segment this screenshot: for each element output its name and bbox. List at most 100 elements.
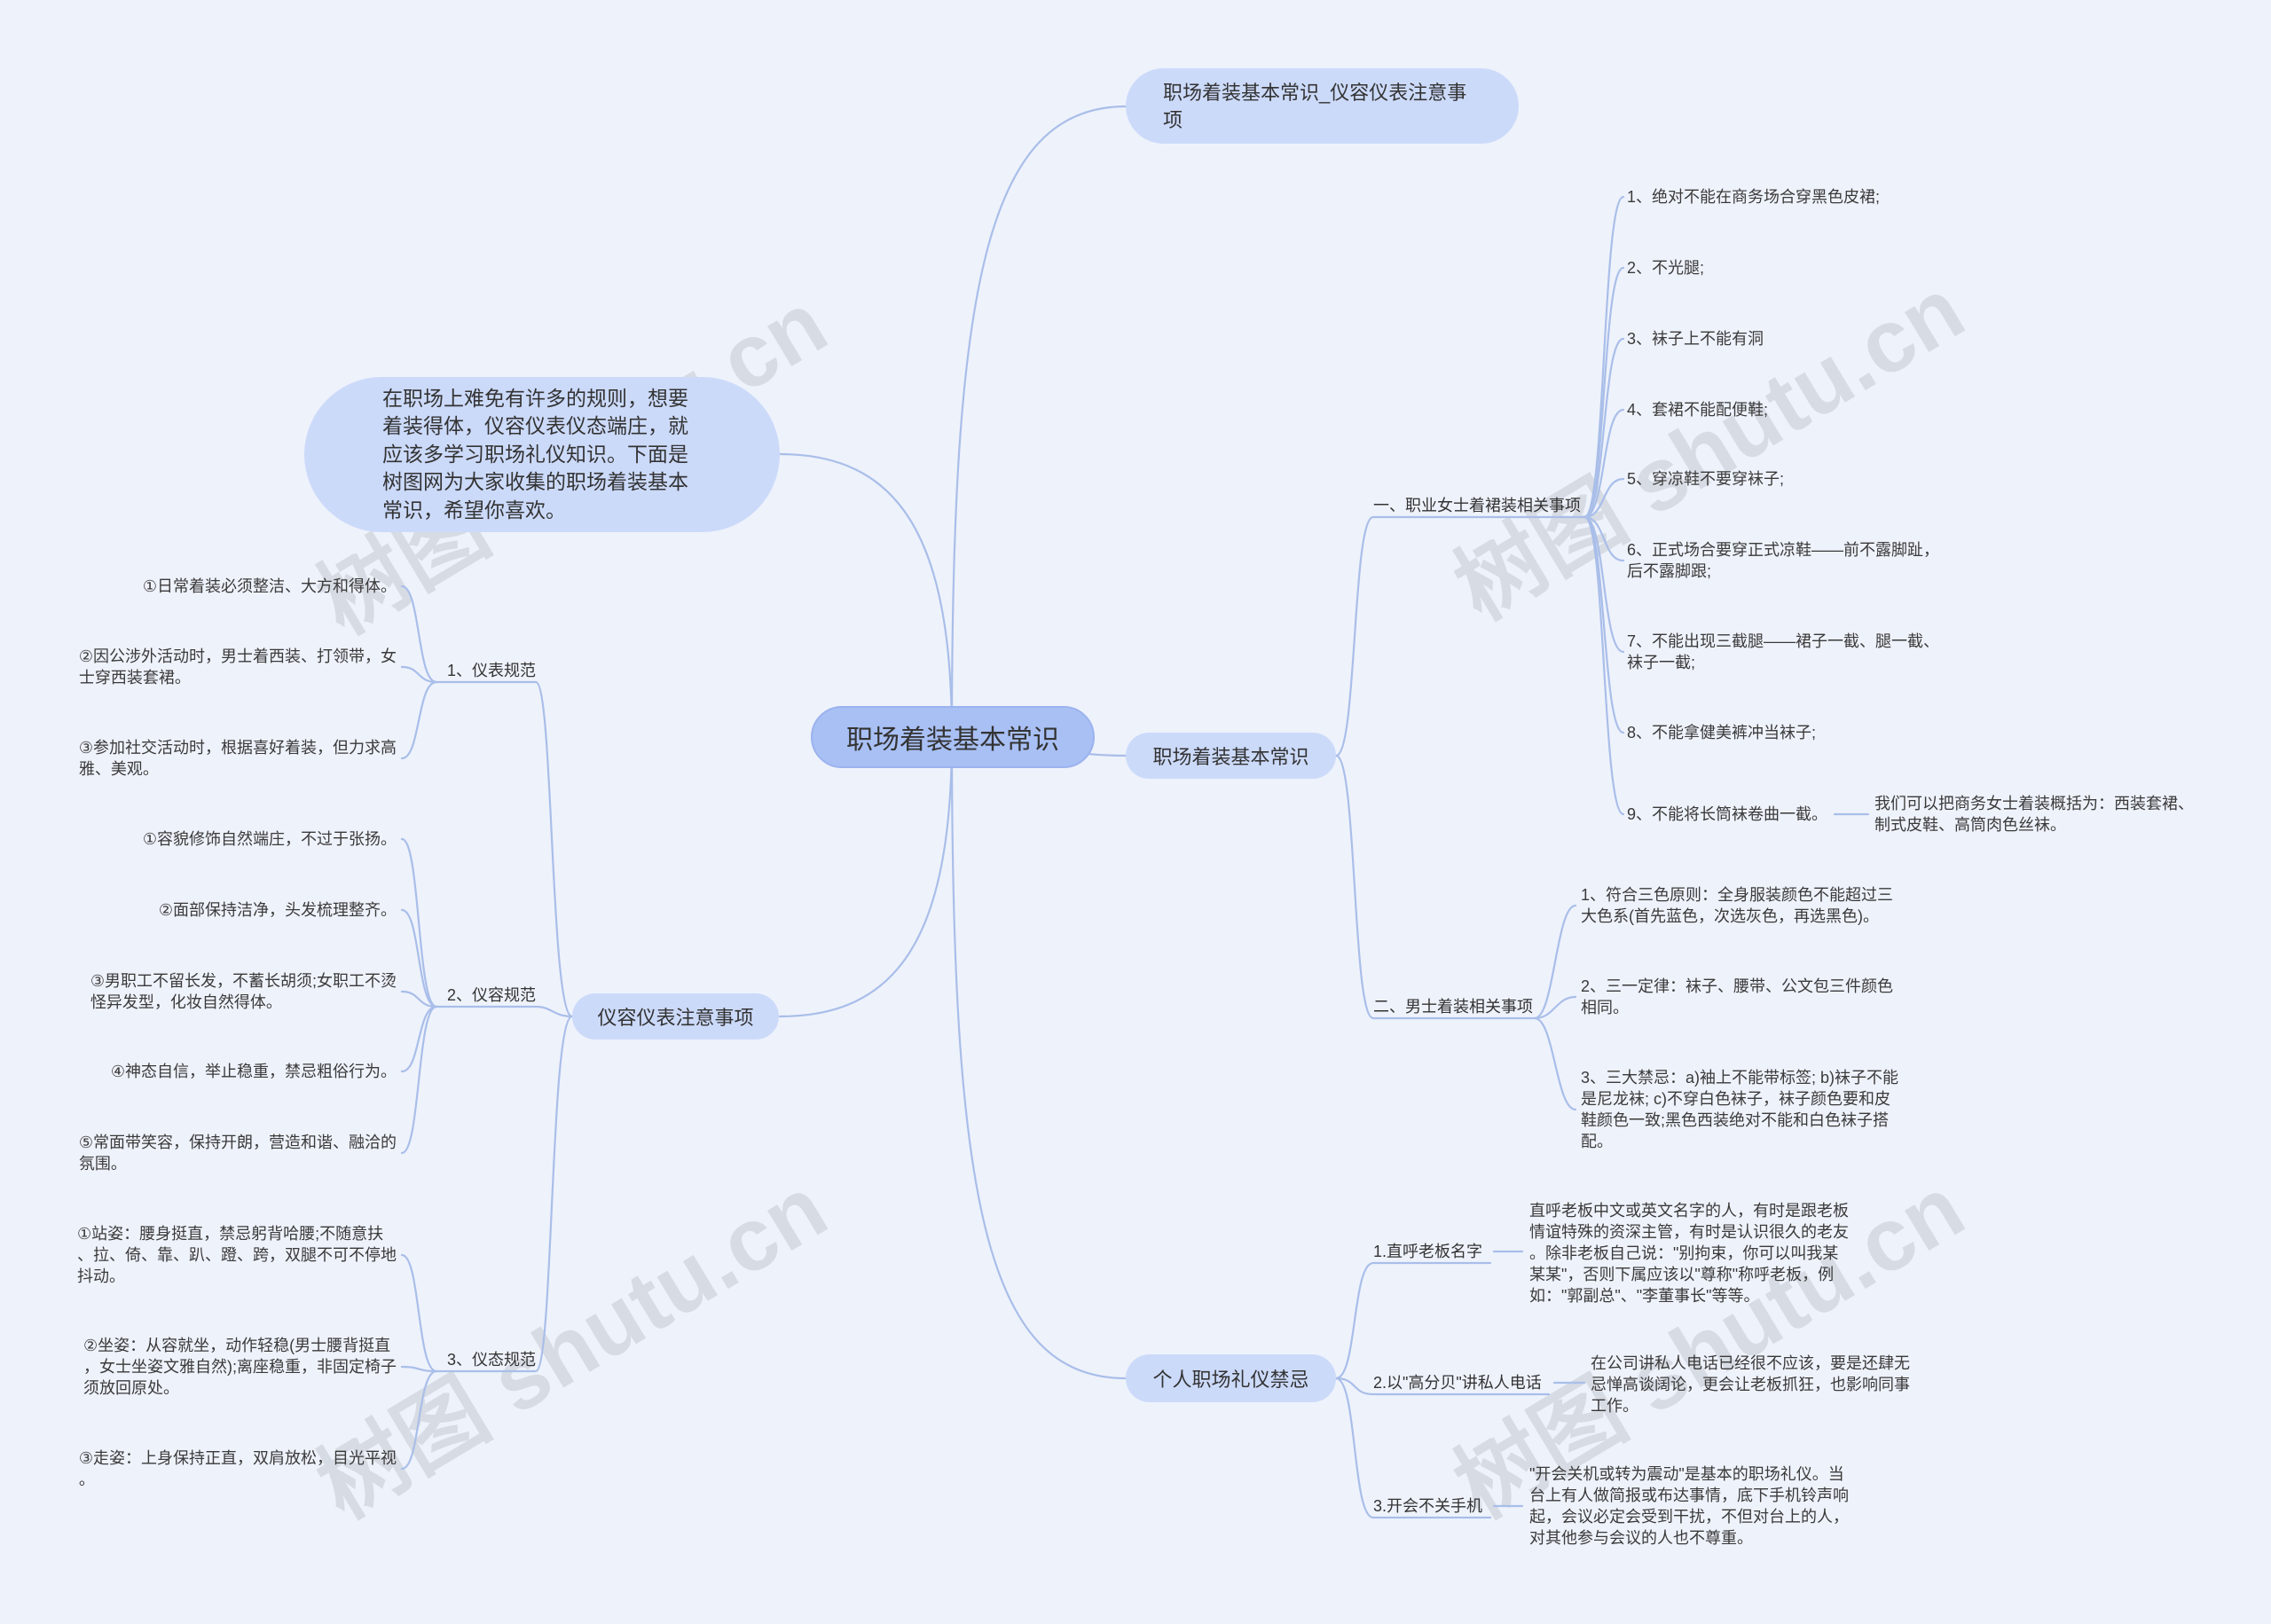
taboo-detail-line: 工作。 bbox=[1591, 1397, 1638, 1415]
group-1-item-2[interactable]: ②因公涉外活动时，男士着西装、打领带，女 士穿西装套裙。 bbox=[79, 646, 397, 688]
appearance-group-2[interactable]: 2、仪容规范 bbox=[447, 985, 536, 1006]
women-item-line: 9、不能将长筒袜卷曲一截。 bbox=[1627, 805, 1828, 823]
link-group-1-item bbox=[400, 680, 438, 760]
women-item-line: 5、穿凉鞋不要穿袜子; bbox=[1627, 470, 1785, 488]
women-item-3[interactable]: 3、袜子上不能有洞 bbox=[1627, 328, 1764, 349]
group-item-line: 须放回原处。 bbox=[83, 1379, 179, 1397]
link-group-3-item bbox=[400, 1369, 438, 1471]
central-topic-label: 职场着装基本常识 bbox=[846, 726, 1059, 755]
group-2-item-1[interactable]: ①容貌修饰自然端庄，不过于张扬。 bbox=[143, 828, 397, 850]
women-item-line: 6、正式场合要穿正式凉鞋——前不露脚趾， bbox=[1627, 541, 1940, 559]
intro-line: 树图网为大家收集的职场着装基本 bbox=[382, 470, 688, 494]
intro-node[interactable]: 在职场上难免有许多的规则，想要 着装得体，仪容仪表仪态端庄，就 应该多学习职场礼… bbox=[304, 377, 780, 532]
men-item-line: 3、三大禁忌：a)袖上不能带标签; b)袜子不能 bbox=[1581, 1069, 1899, 1087]
taboo-detail-line: 。除非老板自己说："别拘束，你可以叫我某 bbox=[1529, 1244, 1839, 1262]
appearance-group-label: 2、仪容规范 bbox=[446, 986, 536, 1004]
taboo-topic-2[interactable]: 2.以"高分贝"讲私人电话 bbox=[1373, 1372, 1542, 1393]
title-node[interactable]: 职场着装基本常识_仪容仪表注意事 项 bbox=[1126, 68, 1519, 144]
link-women-item bbox=[1583, 515, 1625, 654]
group-item-line: 。 bbox=[78, 1471, 95, 1488]
group-item-line: ②因公涉外活动时，男士着西装、打领带，女 bbox=[78, 647, 397, 665]
basics-node[interactable]: 职场着装基本常识 bbox=[1126, 733, 1336, 779]
group-item-line: 士穿西装套裙。 bbox=[78, 669, 191, 686]
group-item-line: ③男职工不留长发，不蓄长胡须;女职工不烫 bbox=[90, 972, 397, 990]
title-node-line: 职场着装基本常识_仪容仪表注意事 bbox=[1163, 81, 1467, 104]
group-item-line: ④神态自信，举止稳重，禁忌粗俗行为。 bbox=[110, 1063, 397, 1080]
men-item-1[interactable]: 1、符合三色原则：全身服装颜色不能超过三 大色系(首先蓝色，次选灰色，再选黑色)… bbox=[1581, 884, 1893, 927]
women-item-2[interactable]: 2、不光腿; bbox=[1627, 257, 1704, 279]
taboos-node-label: 个人职场礼仪禁忌 bbox=[1152, 1369, 1309, 1391]
link-men-item bbox=[1533, 995, 1577, 1020]
taboo-detail-line: 情谊特殊的资深主管，有时是认识很久的老友 bbox=[1529, 1223, 1849, 1241]
group-item-line: ①容貌修饰自然端庄，不过于张扬。 bbox=[142, 830, 397, 848]
men-item-2[interactable]: 2、三一定律：袜子、腰带、公文包三件颜色 相同。 bbox=[1581, 976, 1893, 1018]
link-basics-women bbox=[1334, 515, 1586, 757]
women-item-8[interactable]: 8、不能拿健美裤冲当袜子; bbox=[1627, 722, 1816, 743]
taboo-detail-line: 如："郭副总"、"李董事长"等等。 bbox=[1529, 1287, 1760, 1305]
taboo-topic-3[interactable]: 3.开会不关手机 bbox=[1373, 1495, 1482, 1517]
men-item-line: 1、符合三色原则：全身服装颜色不能超过三 bbox=[1581, 886, 1894, 904]
group-2-item-3[interactable]: ③男职工不留长发，不蓄长胡须;女职工不烫 怪异发型，化妆自然得体。 bbox=[90, 970, 397, 1013]
women-item-5[interactable]: 5、穿凉鞋不要穿袜子; bbox=[1627, 468, 1784, 490]
link-women-item bbox=[1583, 408, 1625, 519]
link-women-item bbox=[1583, 266, 1625, 519]
group-2-item-5[interactable]: ⑤常面带笑容，保持开朗，营造和谐、融洽的 氛围。 bbox=[79, 1132, 397, 1174]
group-2-item-2[interactable]: ②面部保持洁净，头发梳理整齐。 bbox=[159, 899, 397, 921]
group-item-line: 抖动。 bbox=[77, 1267, 125, 1285]
group-3-item-2[interactable]: ②坐姿：从容就坐，动作轻稳(男士腰背挺直 ，女士坐姿文雅自然);离座稳重，非固定… bbox=[83, 1335, 397, 1399]
link-group-2-item bbox=[400, 1005, 438, 1073]
group-item-line: 怪异发型，化妆自然得体。 bbox=[90, 993, 282, 1011]
taboo-detail-2[interactable]: 在公司讲私人电话已经很不应该，要是还肆无 忌惮高谈阔论，更会让老板抓狂，也影响同… bbox=[1591, 1353, 1910, 1416]
taboo-label: 3.开会不关手机 bbox=[1373, 1497, 1483, 1515]
group-3-item-1[interactable]: ①站姿：腰身挺直，禁忌躬背哈腰;不随意扶 、拉、倚、靠、趴、蹬、跨，双腿不可不停… bbox=[77, 1223, 397, 1287]
group-item-line: ③参加社交活动时，根据喜好着装，但力求高 bbox=[78, 739, 397, 757]
group-item-line: ②坐姿：从容就坐，动作轻稳(男士腰背挺直 bbox=[83, 1337, 391, 1354]
intro-line: 应该多学习职场礼仪知识。下面是 bbox=[382, 442, 688, 466]
group-2-item-4[interactable]: ④神态自信，举止稳重，禁忌粗俗行为。 bbox=[111, 1061, 397, 1082]
group-item-line: ③走姿：上身保持正直，双肩放松，目光平视 bbox=[78, 1449, 397, 1467]
group-item-line: 雅、美观。 bbox=[78, 760, 159, 778]
women-item-6[interactable]: 6、正式场合要穿正式凉鞋——前不露脚趾， 后不露脚跟; bbox=[1627, 539, 1939, 582]
link-group-2-item bbox=[400, 1005, 438, 1155]
group-1-item-1[interactable]: ①日常着装必须整洁、大方和得体。 bbox=[143, 576, 397, 597]
appearance-group-label: 3、仪态规范 bbox=[446, 1351, 536, 1369]
link-appearance-group-2 bbox=[435, 1005, 574, 1018]
intro-line: 常识，希望你喜欢。 bbox=[382, 498, 566, 522]
group-1-item-3[interactable]: ③参加社交活动时，根据喜好着装，但力求高 雅、美观。 bbox=[79, 737, 397, 780]
group-item-line: ②面部保持洁净，头发梳理整齐。 bbox=[158, 901, 397, 919]
central-topic-node[interactable]: 职场着装基本常识 bbox=[811, 706, 1095, 768]
women-item-line: 2、不光腿; bbox=[1627, 259, 1705, 277]
link-center-title bbox=[950, 105, 1128, 738]
women-item-1[interactable]: 1、绝对不能在商务场合穿黑色皮裙; bbox=[1627, 186, 1880, 208]
taboo-topic-1[interactable]: 1.直呼老板名字 bbox=[1373, 1241, 1482, 1262]
taboo-detail-3[interactable]: "开会关机或转为震动"是基本的职场礼仪。当 台上有人做简报或布达事情，底下手机铃… bbox=[1529, 1463, 1849, 1549]
taboo-label: 2.以"高分贝"讲私人电话 bbox=[1373, 1374, 1542, 1392]
link-appearance-group-3 bbox=[435, 1015, 574, 1373]
link-group-3-item bbox=[400, 1365, 438, 1373]
appearance-node[interactable]: 仪容仪表注意事项 bbox=[572, 993, 779, 1040]
women-item-9[interactable]: 9、不能将长筒袜卷曲一截。 bbox=[1627, 804, 1827, 825]
women-dress-topic[interactable]: 一、职业女士着裙装相关事项 bbox=[1373, 495, 1581, 516]
link-center-intro bbox=[778, 452, 954, 738]
taboo-detail-1[interactable]: 直呼老板中文或英文名字的人，有时是跟老板 情谊特殊的资深主管，有时是认识很久的老… bbox=[1529, 1200, 1849, 1306]
men-item-3[interactable]: 3、三大禁忌：a)袖上不能带标签; b)袜子不能 是尼龙袜; c)不穿白色袜子，… bbox=[1581, 1067, 1898, 1152]
appearance-group-3[interactable]: 3、仪态规范 bbox=[447, 1349, 536, 1370]
women-item-line: 4、套裙不能配便鞋; bbox=[1627, 401, 1769, 419]
link-men-item bbox=[1533, 1016, 1577, 1111]
men-item-line: 鞋颜色一致;黑色西装绝对不能和白色袜子搭 bbox=[1581, 1111, 1889, 1129]
taboos-node[interactable]: 个人职场礼仪禁忌 bbox=[1126, 1354, 1336, 1402]
women-item-4[interactable]: 4、套裙不能配便鞋; bbox=[1627, 399, 1768, 420]
taboo-detail-line: 在公司讲私人电话已经很不应该，要是还肆无 bbox=[1591, 1354, 1910, 1372]
women-summary[interactable]: 我们可以把商务女士着装概括为：西装套裙、 制式皮鞋、高筒肉色丝袜。 bbox=[1874, 793, 2194, 836]
men-dress-topic[interactable]: 二、男士着装相关事项 bbox=[1373, 996, 1533, 1017]
link-men-item bbox=[1533, 904, 1577, 1020]
women-item-7[interactable]: 7、不能出现三截腿——裙子一截、腿一截、 袜子一截; bbox=[1627, 631, 1939, 673]
link-women-item bbox=[1583, 515, 1625, 562]
women-item-line: 袜子一截; bbox=[1627, 654, 1696, 671]
women-item-line: 7、不能出现三截腿——裙子一截、腿一截、 bbox=[1627, 632, 1940, 650]
group-3-item-3[interactable]: ③走姿：上身保持正直，双肩放松，目光平视 。 bbox=[79, 1447, 397, 1490]
group-item-line: 氛围。 bbox=[78, 1155, 127, 1173]
appearance-group-1[interactable]: 1、仪表规范 bbox=[447, 660, 536, 681]
women-item-line: 3、袜子上不能有洞 bbox=[1627, 330, 1764, 348]
